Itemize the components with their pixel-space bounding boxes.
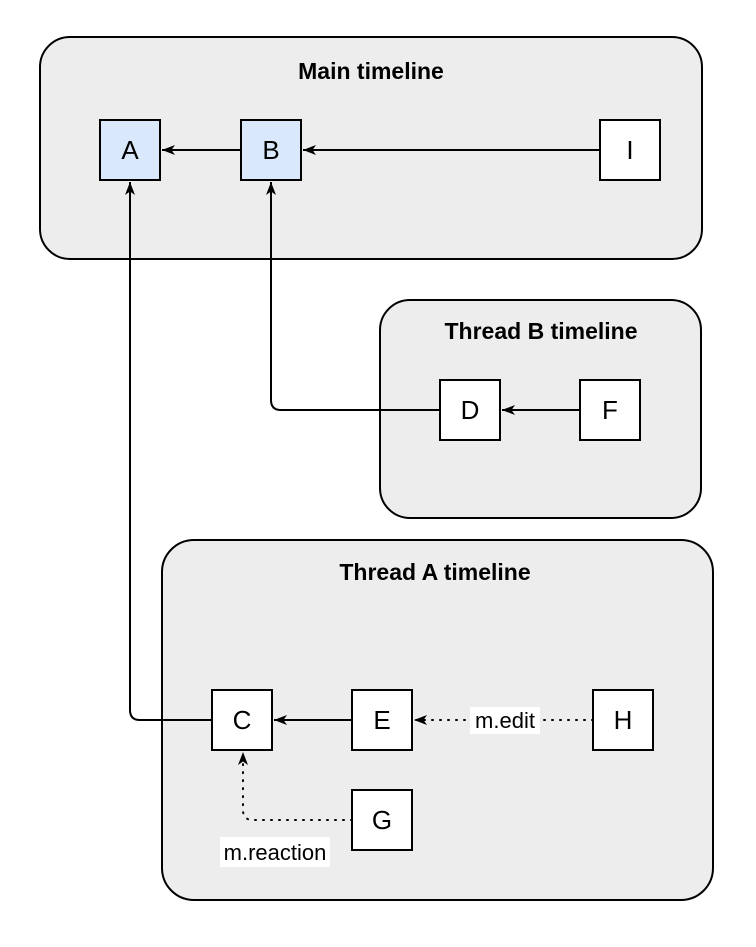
node-f: F [579,379,641,441]
edge-c-to-a [125,182,212,721]
edge-label-m-reaction-bg [220,837,330,867]
node-c-box [211,689,273,751]
node-a-box [99,119,161,181]
node-h-box [592,689,654,751]
node-a-label: A [121,135,139,165]
edge-label-m-edit: m.edit [475,708,535,733]
main-timeline-container [39,36,703,260]
node-g-box [351,789,413,851]
node-a: A [99,119,161,181]
node-d-label: D [461,395,480,425]
thread-b-timeline-title: Thread B timeline [445,318,638,344]
node-h-label: H [614,705,633,735]
thread-a-timeline-title: Thread A timeline [339,559,530,585]
edge-label-m-reaction: m.reaction [224,840,327,865]
edge-label-m-edit-bg [470,707,540,734]
node-i-box [599,119,661,181]
node-c-label: C [233,705,252,735]
node-d: D [439,379,501,441]
node-b-label: B [262,135,279,165]
node-d-box [439,379,501,441]
node-f-label: F [602,395,618,425]
node-i-label: I [626,135,633,165]
node-f-box [579,379,641,441]
node-c: C [211,689,273,751]
edge-d-to-b [266,182,440,411]
node-g-label: G [372,805,392,835]
node-e-box [351,689,413,751]
node-e: E [351,689,413,751]
node-b-box [240,119,302,181]
node-h: H [592,689,654,751]
node-i: I [599,119,661,181]
node-b: B [240,119,302,181]
main-timeline-title: Main timeline [298,58,444,84]
node-g: G [351,789,413,851]
node-e-label: E [373,705,390,735]
